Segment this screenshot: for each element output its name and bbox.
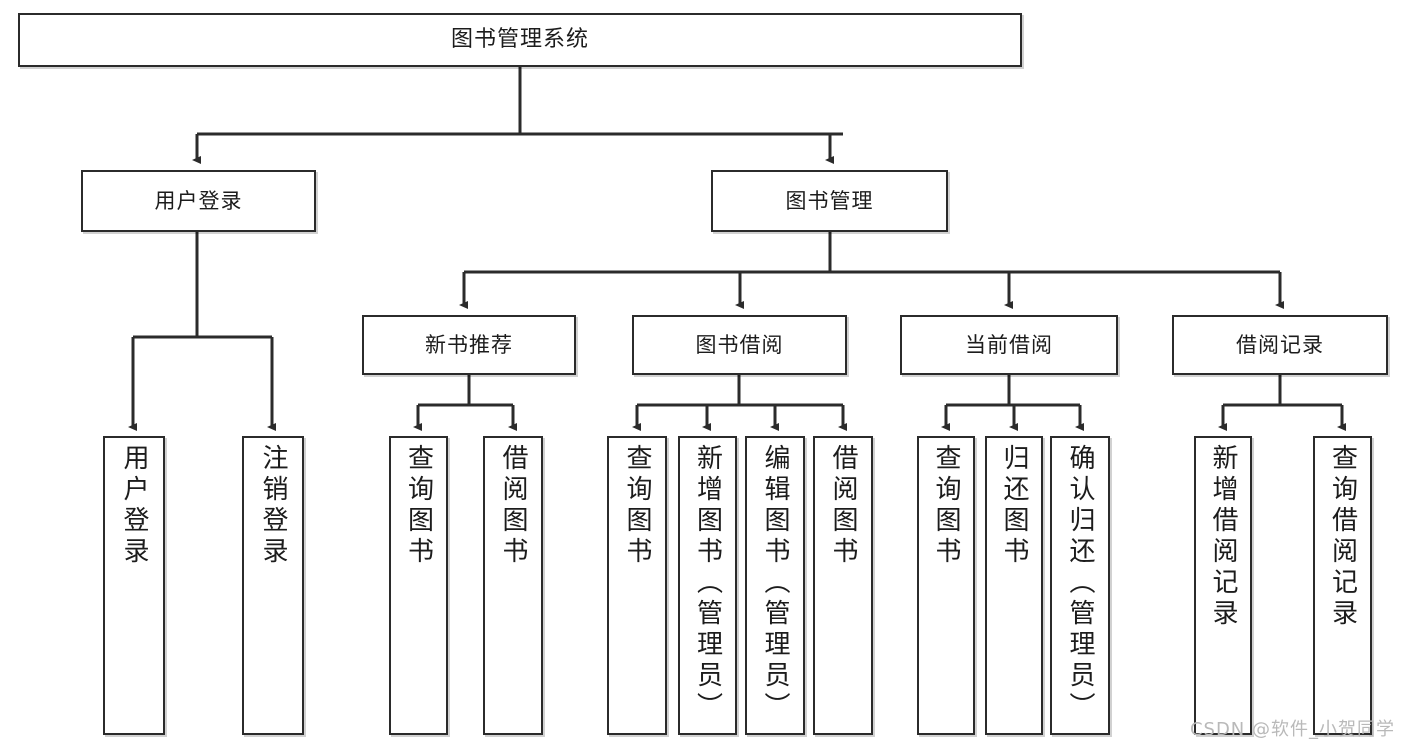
leaf-confirm-return-admin[interactable]: 确认归还（管理员） [1050, 436, 1110, 735]
leaf-add-borrow-record[interactable]: 新增借阅记录 [1194, 436, 1252, 735]
node-label: 查询借阅记录 [1327, 444, 1358, 630]
node-current-borrow[interactable]: 当前借阅 [900, 315, 1118, 375]
node-label: 图书管理 [785, 188, 874, 213]
node-label: 图书管理系统 [450, 27, 589, 53]
node-label: 编辑图书（管理员） [760, 444, 791, 723]
node-borrow-record[interactable]: 借阅记录 [1172, 315, 1388, 375]
node-label: 查询图书 [403, 444, 434, 568]
leaf-return-book[interactable]: 归还图书 [985, 436, 1043, 735]
node-label: 新增图书（管理员） [692, 444, 723, 723]
leaf-edit-book-admin[interactable]: 编辑图书（管理员） [745, 436, 805, 735]
node-user-login[interactable]: 用户登录 [81, 170, 316, 232]
node-label: 归还图书 [999, 444, 1030, 568]
node-label: 图书借阅 [695, 332, 784, 357]
node-new-book-recommend[interactable]: 新书推荐 [362, 315, 576, 375]
leaf-query-borrow-record[interactable]: 查询借阅记录 [1313, 436, 1372, 735]
node-label: 用户登录 [119, 444, 150, 568]
leaf-borrow-book-recommend[interactable]: 借阅图书 [483, 436, 543, 735]
node-label: 新书推荐 [425, 332, 513, 357]
node-label: 查询图书 [622, 444, 653, 568]
node-label: 新增借阅记录 [1208, 444, 1239, 630]
leaf-logout[interactable]: 注销登录 [242, 436, 304, 735]
node-label: 当前借阅 [965, 332, 1053, 357]
node-label: 查询图书 [931, 444, 962, 568]
leaf-borrow-book[interactable]: 借阅图书 [813, 436, 873, 735]
node-label: 用户登录 [154, 188, 243, 213]
leaf-user-login[interactable]: 用户登录 [103, 436, 165, 735]
node-book-management[interactable]: 图书管理 [711, 170, 948, 232]
node-label: 确认归还（管理员） [1065, 444, 1096, 723]
node-book-borrow[interactable]: 图书借阅 [632, 315, 847, 375]
node-root[interactable]: 图书管理系统 [18, 13, 1022, 67]
node-label: 注销登录 [258, 444, 289, 568]
node-label: 借阅图书 [498, 444, 529, 568]
leaf-add-book-admin[interactable]: 新增图书（管理员） [678, 436, 737, 735]
node-label: 借阅记录 [1236, 332, 1324, 357]
node-label: 借阅图书 [828, 444, 859, 568]
leaf-query-book-borrow[interactable]: 查询图书 [607, 436, 667, 735]
leaf-query-book-current[interactable]: 查询图书 [917, 436, 975, 735]
leaf-query-book-recommend[interactable]: 查询图书 [389, 436, 448, 735]
